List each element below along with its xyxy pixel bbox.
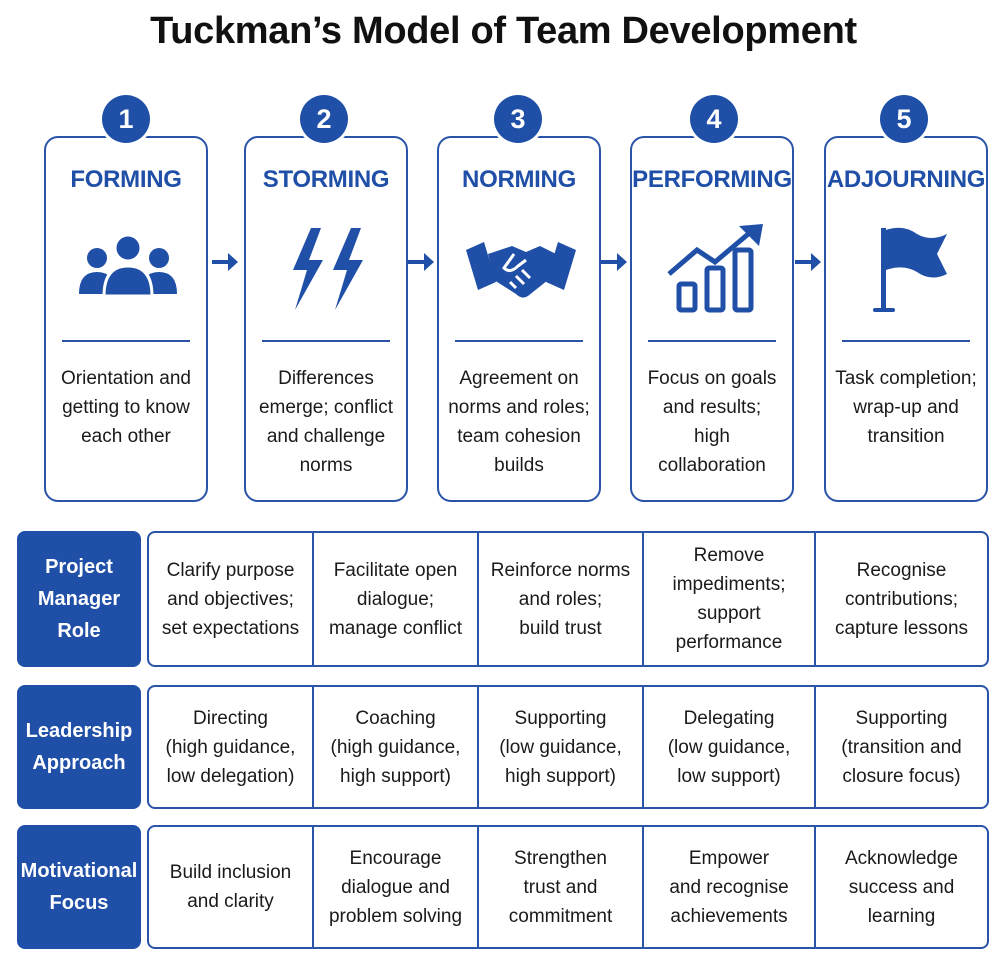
row-label-text: Leadership Approach [25, 720, 133, 774]
row-cell: Acknowledge success and learning [816, 827, 987, 947]
stage-name: NORMING [462, 166, 576, 193]
stage-divider [648, 340, 776, 342]
cell-text: Strengthen trust and commitment [508, 847, 613, 927]
row-cell: Directing (high guidance, low delegation… [149, 687, 314, 807]
row-label-motivational-focus: Motivational Focus [17, 825, 141, 949]
handshake-icon [466, 242, 576, 298]
row-cell: Strengthen trust and commitment [479, 827, 644, 947]
arrow-right-icon [795, 253, 821, 271]
stage-number-badge: 5 [880, 95, 928, 143]
stage-divider [455, 340, 583, 342]
row-label-text: Motivational Focus [20, 860, 138, 914]
cell-text: Remove impediments; support performance [672, 545, 786, 653]
stage-divider [842, 340, 970, 342]
stage-description: Agreement on norms and roles; team cohes… [448, 368, 590, 476]
stage-card-storming: STORMING Differences emerge; conflict an… [244, 136, 408, 502]
stage-card-norming: NORMING Agreement on norms and roles; te… [437, 136, 601, 502]
stage-name: FORMING [70, 166, 182, 193]
cell-text: Encourage dialogue and problem solving [328, 847, 463, 927]
diagram-title: Tuckman’s Model of Team Development [150, 10, 857, 52]
row-cell: Empower and recognise achievements [644, 827, 816, 947]
row-cell: Clarify purpose and objectives; set expe… [149, 533, 314, 665]
cell-text: Supporting (low guidance, high support) [499, 707, 622, 787]
cell-text: Clarify purpose and objectives; set expe… [161, 559, 300, 639]
flag-icon [873, 227, 947, 312]
stage-number-badge: 1 [102, 95, 150, 143]
row-cell: Supporting (transition and closure focus… [816, 687, 987, 807]
row-cell: Build inclusion and clarity [149, 827, 314, 947]
stage-name: ADJOURNING [826, 166, 986, 193]
leadership-approach-row: Directing (high guidance, low delegation… [147, 685, 989, 809]
stage-number-badge: 3 [494, 95, 542, 143]
cell-text: Directing (high guidance, low delegation… [165, 707, 296, 787]
cell-text: Acknowledge success and learning [844, 847, 959, 927]
arrow-right-icon [408, 253, 434, 271]
cell-text: Supporting (transition and closure focus… [841, 707, 962, 787]
row-label-leadership-approach: Leadership Approach [17, 685, 141, 809]
stage-description: Task completion; wrap-up and transition [835, 368, 977, 447]
row-label-text: Project Manager Role [37, 556, 121, 642]
stage-description: Focus on goals and results; high collabo… [647, 368, 777, 476]
cell-text: Empower and recognise achievements [669, 847, 789, 927]
stage-number-badge: 4 [690, 95, 738, 143]
arrow-right-icon [601, 253, 627, 271]
row-cell: Remove impediments; support performance [644, 533, 816, 665]
stage-divider [62, 340, 190, 342]
lightning-bolts-icon [293, 228, 363, 310]
row-cell: Encourage dialogue and problem solving [314, 827, 479, 947]
cell-text: Delegating (low guidance, low support) [667, 707, 791, 787]
row-cell: Facilitate open dialogue; manage conflic… [314, 533, 479, 665]
stage-number-badge: 2 [300, 95, 348, 143]
motivational-focus-row: Build inclusion and clarity Encourage di… [147, 825, 989, 949]
stage-card-performing: PERFORMING Focus on goals and results; h… [630, 136, 794, 502]
row-label-project-manager-role: Project Manager Role [17, 531, 141, 667]
row-cell: Reinforce norms and roles; build trust [479, 533, 644, 665]
stage-description: Differences emerge; conflict and challen… [258, 368, 394, 476]
row-cell: Supporting (low guidance, high support) [479, 687, 644, 807]
cell-text: Recognise contributions; capture lessons [834, 559, 969, 639]
row-cell: Coaching (high guidance, high support) [314, 687, 479, 807]
project-manager-role-row: Clarify purpose and objectives; set expe… [147, 531, 989, 667]
stage-name: STORMING [262, 166, 390, 193]
stage-name: PERFORMING [632, 166, 792, 193]
stage-card-forming: FORMING Orientation and getting to know … [44, 136, 208, 502]
row-cell: Delegating (low guidance, low support) [644, 687, 816, 807]
cell-text: Coaching (high guidance, high support) [330, 707, 461, 787]
row-cell: Recognise contributions; capture lessons [816, 533, 987, 665]
stage-card-adjourning: ADJOURNING Task completion; wrap-up and … [824, 136, 988, 502]
cell-text: Facilitate open dialogue; manage conflic… [328, 559, 463, 639]
stage-divider [262, 340, 390, 342]
stage-description: Orientation and getting to know each oth… [61, 368, 191, 447]
cell-text: Build inclusion and clarity [169, 862, 292, 912]
arrow-right-icon [212, 253, 238, 271]
cell-text: Reinforce norms and roles; build trust [490, 559, 631, 639]
rising-bar-chart-icon [667, 224, 763, 313]
team-people-icon [79, 233, 177, 298]
